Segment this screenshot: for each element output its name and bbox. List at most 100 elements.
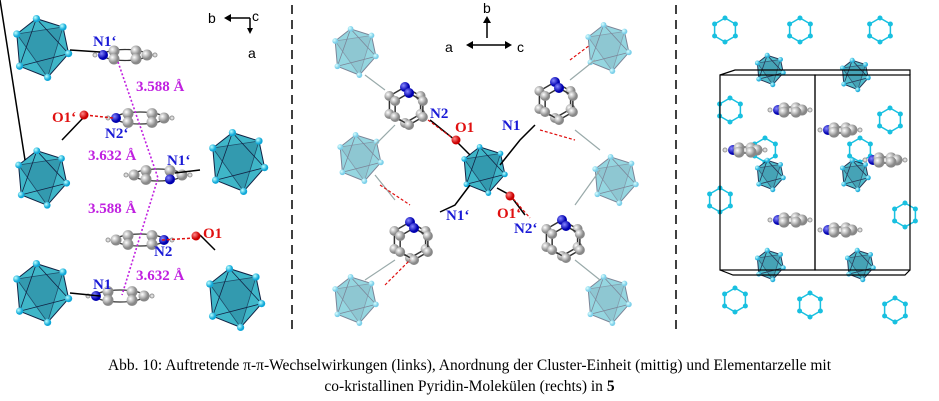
bromine-atom [754,60,760,66]
bromine-atom [356,72,363,78]
cluster-octahedron [206,264,266,332]
hydrogen-atom [149,293,155,299]
atom [722,291,728,297]
octahedron-edge [590,24,630,63]
cluster-octahedron [209,128,269,196]
octahedron-edge [843,160,869,185]
carbon-atom [561,253,571,263]
atom [817,308,823,314]
pyridine-ring [892,200,918,230]
carbon-atom [108,45,120,57]
hydrogen-atom [817,127,823,133]
bromine-atom [361,178,368,184]
ring-bond [868,17,892,43]
octahedron-face [339,141,378,182]
atom [807,33,813,39]
bromine-atom [854,247,860,253]
hydrogen-atom [722,147,728,153]
carbon-atom [828,126,840,138]
atom [892,206,898,212]
bromine-atom [600,22,607,28]
pyridine-ring [877,105,903,135]
octahedron-edge [590,276,630,315]
nitrogen-atom [561,221,571,231]
atom [817,296,823,302]
bromine-atom [778,252,783,257]
hydrogen-atom [105,237,111,243]
unit-cell-box [719,69,911,276]
oxygen-atom [505,191,515,201]
bromine-atom [356,320,363,326]
cluster-octahedron [15,147,71,209]
bromine-atom [756,181,762,187]
bromine-atom [63,179,71,187]
hydrogen-atom [807,107,813,113]
packing-structure [707,15,918,325]
ring-bond [718,97,742,123]
carbon-atom [395,231,406,241]
carbon-atom [122,238,134,250]
atom [877,123,883,129]
atom [877,39,883,45]
distance-label: 3.588 Å [136,79,185,95]
atom [787,21,793,27]
pyridine-ring [390,88,428,130]
carbon-atom [422,247,433,257]
octahedron-face [212,140,260,193]
pyridine-ring [717,95,743,125]
carbon-atom [422,231,433,241]
pyridine-rings-group [384,77,585,265]
distance-label: 3.632 Å [136,268,185,284]
bonds [0,0,201,174]
bromine-atom [621,280,628,287]
bromine-atom [461,156,468,162]
atom [892,295,898,301]
atom [902,301,908,307]
carbon-atom [108,53,120,65]
bromine-atom [43,318,52,327]
caption-text: co-kristallinen Pyridin-Molekülen (recht… [324,378,607,395]
figure-caption-line-1: Abb. 10: Auftretende π-π-Wechselwirkunge… [107,357,832,374]
axis-label-b: b [483,0,491,16]
bromine-atom [368,280,375,287]
atom [712,33,718,39]
cluster-octahedron [337,132,384,184]
bromine-atom [43,201,51,209]
cluster-octahedron [585,22,632,74]
octahedron-face [587,283,626,324]
octahedron-edge [597,156,637,195]
octahedron-edge [466,146,506,185]
carbon-atom [128,169,140,181]
cluster-octahedron [13,259,73,327]
bromine-atom [58,155,65,162]
atom [887,33,893,39]
atom [887,105,893,111]
hydrogen-atom [169,115,175,121]
cluster-octahedron [585,274,632,326]
carbon-atom [547,245,558,255]
right-panel-unit-cell [707,15,918,325]
bromine-atom [587,311,594,318]
bromine-atom [32,14,41,23]
bromine-atom [770,82,776,88]
hydrogen-atom [857,127,863,133]
atom [797,308,803,314]
atom [867,21,873,27]
atom [742,291,748,297]
atom [737,113,743,119]
bromine-atom [778,162,783,167]
carbon-atom [126,286,138,298]
octahedron-face [587,31,626,72]
bromine-atom [855,187,861,193]
carbon-atom [567,91,578,101]
bromine-atom [754,165,760,171]
atom [727,119,733,125]
bromine-atom [17,191,25,199]
atom-label-n1-prime: N1‘ [93,34,116,50]
nitrogen-atom [98,50,108,60]
octahedron-face [463,153,502,194]
carbon-atom [778,106,790,118]
carbon-atom [130,53,142,65]
atom [707,203,713,209]
ring-bond [798,292,822,318]
